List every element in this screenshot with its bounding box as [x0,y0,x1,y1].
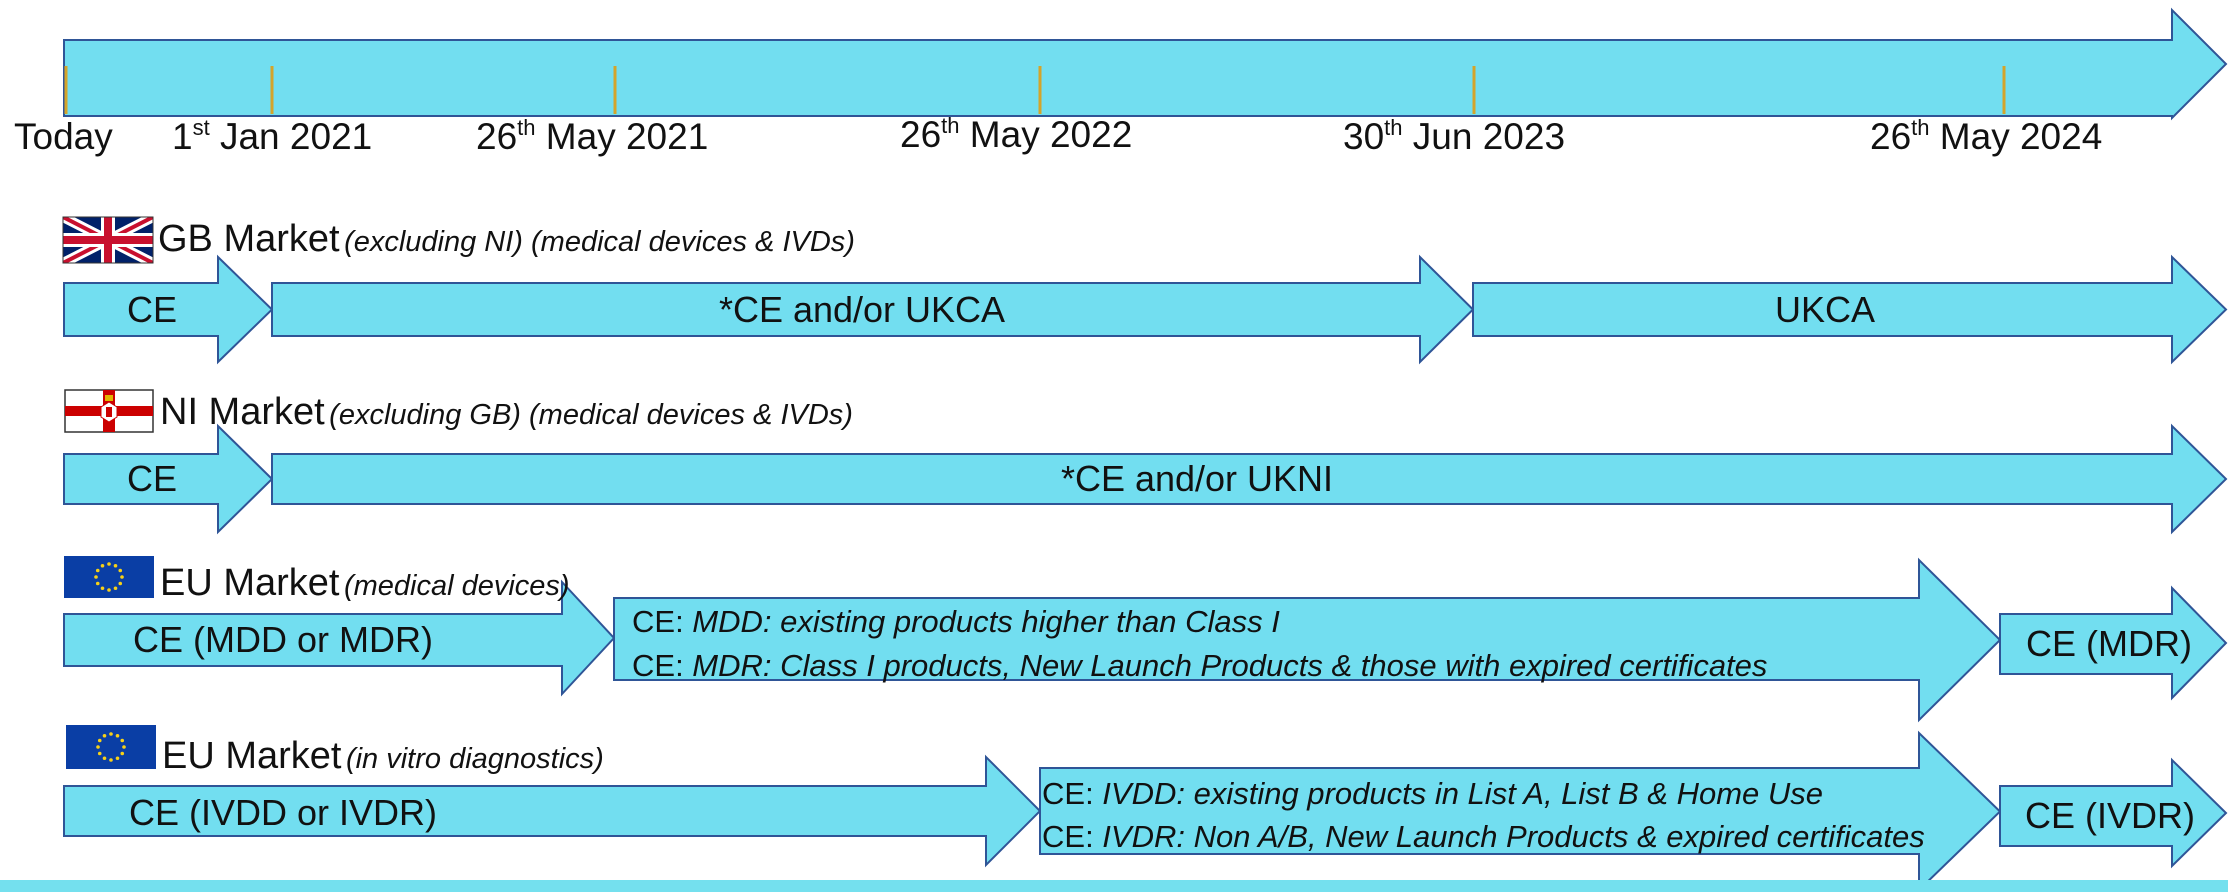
eu-md-market-heading: EU Market (medical devices) [160,562,570,604]
eu-star [113,563,118,568]
eu-star [94,575,98,579]
gb-arrow-ce-ukca-label: *CE and/or UKCA [718,289,1006,330]
date-label-today: Today [14,116,113,157]
ulster-banner-flag-icon [64,389,154,433]
eu-ivd-market-heading: EU Market (in vitro diagnostics) [162,735,604,777]
eu-star [120,738,125,743]
ni-arrow-ce-ukni [271,423,2228,535]
date-label-may-2021: 26th May 2021 [476,115,709,157]
bottom-band [0,880,2228,892]
eu-ivd-arrow3 [1999,757,2228,869]
eu-star [109,732,113,736]
eu-star [96,745,100,749]
eu-star [95,581,100,586]
timeline-ticks [64,66,2006,114]
ni-arrow-ce-ukni-label: *CE and/or UKNI [1060,458,1334,499]
arrows-layer [63,7,2228,892]
gb-arrow-ukca-label: UKCA [1774,289,1876,330]
eu-md-arrow3 [1999,585,2228,701]
eu-star [118,581,123,586]
gb-arrow-ukca [1472,254,2228,365]
gb-arrow-ce-ukca [271,254,1475,365]
eu-md-arrow3-label: CE (MDR) [2026,623,2192,664]
eu-md-arrow2-line2: CE: MDR: Class I products, New Launch Pr… [632,648,1768,683]
eu-star [118,568,123,573]
eu-md-arrow1-label: CE (MDD or MDR) [133,619,433,660]
eu-star [113,586,118,591]
date-label-jan-2021: 1st Jan 2021 [172,115,373,157]
eu-ivd-arrow2-line1: CE: IVDD: existing products in List A, L… [1042,776,1824,811]
eu-ivd-arrow2 [1039,730,2002,892]
eu-star [102,756,107,761]
eu-star [115,756,120,761]
ni-arrow-ce [63,423,274,535]
eu-md-arrow1 [63,579,616,697]
timeline-arrow [63,7,2228,121]
date-label-jun-2023: 30th Jun 2023 [1343,115,1566,157]
ni-market-heading: NI Market (excluding GB) (medical device… [160,391,853,433]
eu-star [120,751,125,756]
eu-star [100,586,105,591]
date-label-may-2024: 26th May 2024 [1870,115,2103,157]
eu-star [97,751,102,756]
eu-ivd-arrow3-label: CE (IVDR) [2025,795,2195,836]
eu-star [97,738,102,743]
gb-market-heading: GB Market (excluding NI) (medical device… [158,218,855,260]
eu-md-arrow2-line1: CE: MDD: existing products higher than C… [632,604,1280,639]
eu-star [109,758,113,762]
gb-arrow-ce-label: CE [126,289,178,330]
gb-arrow-ce [63,254,274,365]
eu-md-arrow2 [613,557,2002,723]
eu-star [107,562,111,566]
union-jack-flag-icon [62,216,154,264]
eu-star [107,588,111,592]
eu-ivd-arrow2-line2: CE: IVDR: Non A/B, New Launch Products &… [1042,819,1925,854]
eu-star [115,733,120,738]
eu-star [102,733,107,738]
eu-ivd-arrow1-label: CE (IVDD or IVDR) [128,792,438,833]
eu-star [120,575,124,579]
eu-ivd-arrow1 [63,754,1042,868]
eu-flag-icon [64,556,154,598]
date-label-may-2022: 26th May 2022 [900,113,1133,155]
eu-star [100,563,105,568]
eu-flag-icon [66,725,156,769]
eu-star [95,568,100,573]
eu-star [122,745,126,749]
ni-arrow-ce-label: CE [126,458,178,499]
